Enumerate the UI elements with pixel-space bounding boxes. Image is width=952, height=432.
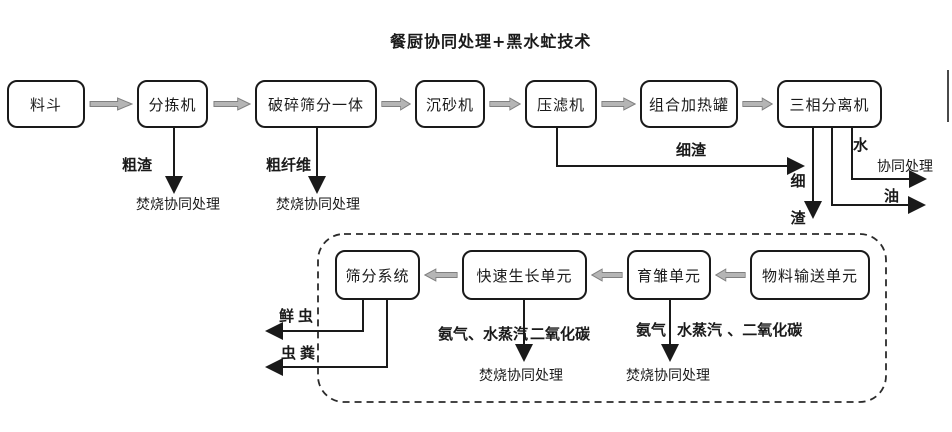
label-incineration-grow: 焚烧协同处理 — [479, 368, 563, 384]
flow-arrow-right-icon — [489, 97, 521, 111]
label-brood-gas-right: 水蒸汽 、二氧化碳 — [677, 321, 803, 339]
label-fine-residue-vertical: 细渣 — [790, 172, 806, 227]
flow-arrow-right-icon — [601, 97, 636, 111]
node-material-conveying-unit: 物料输送单元 — [750, 250, 870, 300]
flow-arrow-left-icon — [424, 268, 458, 282]
node-hopper: 料斗 — [7, 80, 85, 128]
flow-arrow-right-icon — [742, 97, 773, 111]
node-three-phase-separator: 三相分离机 — [777, 80, 882, 128]
label-water-co-treatment: 协同处理 — [877, 159, 933, 175]
node-rapid-growth-unit: 快速生长单元 — [462, 250, 587, 300]
flow-arrow-left-icon — [591, 268, 623, 282]
label-coarse-residue: 粗渣 — [122, 156, 153, 174]
flow-arrow-left-icon — [715, 268, 746, 282]
node-sorter: 分拣机 — [137, 80, 208, 128]
node-filter-press: 压滤机 — [525, 80, 597, 128]
flow-arrow-right-icon — [381, 97, 411, 111]
label-incineration-crusher: 焚烧协同处理 — [276, 197, 360, 213]
label-grow-gas-left: 氨气、水蒸汽 — [438, 325, 529, 343]
node-grit-chamber: 沉砂机 — [415, 80, 485, 128]
label-brood-gas-left: 氨气 — [636, 321, 667, 339]
node-brooding-unit: 育雏单元 — [627, 250, 711, 300]
label-fresh-larvae: 鲜虫 — [279, 307, 318, 325]
label-grow-gas-right: 二氧化碳 — [530, 325, 591, 343]
label-incineration-brood: 焚烧协同处理 — [626, 368, 710, 384]
node-heating-tank: 组合加热罐 — [640, 80, 738, 128]
diagram-title: 餐厨协同处理+黑水虻技术 — [390, 32, 592, 51]
label-larvae-frass: 虫粪 — [281, 344, 320, 362]
node-crusher-screen: 破碎筛分一体 — [255, 80, 377, 128]
node-screening-system: 筛分系统 — [335, 250, 420, 300]
label-oil: 油 — [884, 187, 900, 205]
flow-arrow-right-icon — [213, 97, 251, 111]
label-incineration-sorting: 焚烧协同处理 — [136, 197, 220, 213]
label-water: 水 — [853, 136, 869, 154]
label-fine-residue: 细渣 — [676, 141, 707, 159]
flow-arrow-right-icon — [89, 97, 133, 111]
label-coarse-fiber: 粗纤维 — [266, 156, 312, 174]
